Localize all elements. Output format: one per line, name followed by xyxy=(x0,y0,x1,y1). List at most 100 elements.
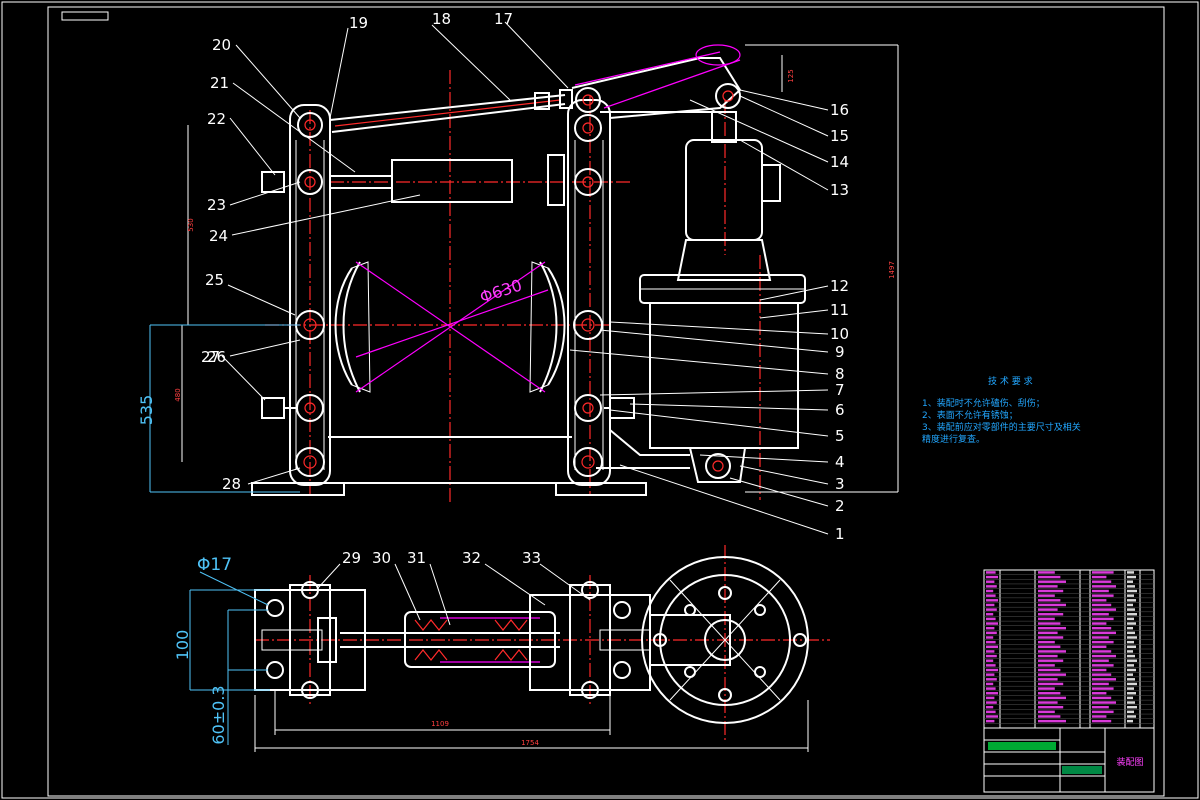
part-label-7: 7 xyxy=(835,381,845,399)
parts-list-cell-mark xyxy=(986,668,998,672)
parts-list-cell-mark xyxy=(1127,659,1137,662)
part-labels-top: 29 30 31 32 33 xyxy=(317,549,591,626)
parts-list-cell-mark xyxy=(1127,687,1134,690)
dim-1497: 1497 xyxy=(888,261,896,279)
dim-530: 530 xyxy=(187,218,195,231)
part-label-8: 8 xyxy=(835,365,845,383)
part-label-13: 13 xyxy=(830,181,849,199)
parts-list-cell-mark xyxy=(1092,617,1114,621)
parts-list-cell-mark xyxy=(986,687,996,690)
parts-list-cell-mark xyxy=(1092,687,1114,690)
parts-list-cell-mark xyxy=(1092,719,1112,723)
brake-shoes xyxy=(334,261,566,393)
parts-list-cell-mark xyxy=(1092,645,1107,648)
parts-list-cell-mark xyxy=(1127,673,1133,676)
parts-list-cell-mark xyxy=(986,640,996,644)
part-label-25: 25 xyxy=(205,271,224,289)
left-pins xyxy=(295,112,325,477)
parts-list-cell-mark xyxy=(1038,696,1066,700)
parts-list-cell-mark xyxy=(1092,622,1107,625)
parts-list-cell-mark xyxy=(986,682,994,686)
parts-list-cell-mark xyxy=(1127,664,1134,667)
parts-list-cell-mark xyxy=(1127,631,1135,635)
parts-list-cell-mark xyxy=(986,710,996,714)
parts-list-cell-mark xyxy=(1038,645,1061,648)
parts-list-cell-mark xyxy=(1127,640,1134,644)
parts-list-cell-mark xyxy=(1127,571,1134,574)
parts-list-cell-mark xyxy=(1092,654,1116,658)
parts-list-cell-mark xyxy=(1127,645,1136,648)
parts-list-cell-mark xyxy=(1092,682,1109,686)
parts-list-cell-mark xyxy=(1092,636,1109,639)
parts-list-cell-mark xyxy=(1038,719,1066,723)
parts-list-cell-mark xyxy=(1127,585,1135,588)
parts-list-cell-mark xyxy=(986,608,997,611)
part-label-23: 23 xyxy=(207,196,226,214)
parts-list-cell-mark xyxy=(1038,715,1061,718)
parts-list-cell-mark xyxy=(1092,626,1112,630)
parts-list-cell-mark xyxy=(1092,613,1109,616)
front-dimensions xyxy=(149,44,899,493)
dim-480: 480 xyxy=(174,388,182,401)
front-view xyxy=(149,44,899,505)
parts-list-cell-mark xyxy=(1038,650,1066,653)
parts-list-cell-mark xyxy=(1092,715,1107,718)
parts-list-cell-mark xyxy=(1092,640,1114,644)
parts-list-cell-mark xyxy=(1127,719,1133,723)
tech-item-2: 2、表面不允许有锈蚀； xyxy=(922,409,1018,421)
parts-list-cell-mark xyxy=(986,705,994,709)
parts-list-cell-mark xyxy=(1092,580,1112,583)
parts-list-cell-mark xyxy=(1038,640,1055,644)
dim-shoe-diameter: Φ630 xyxy=(477,275,524,306)
part-label-5: 5 xyxy=(835,427,845,445)
parts-list-cell-mark xyxy=(986,589,994,593)
parts-list-cell-mark xyxy=(986,571,996,574)
dim-1754: 1754 xyxy=(521,739,539,747)
parts-list-cell-mark xyxy=(1127,696,1133,700)
parts-list-cell-mark xyxy=(1127,715,1136,718)
parts-list-cell-mark xyxy=(986,678,997,681)
parts-list-cell-mark xyxy=(986,719,995,723)
parts-list-cell-mark xyxy=(1038,599,1061,602)
part-label-12: 12 xyxy=(830,277,849,295)
parts-list-cell-mark xyxy=(1038,682,1064,686)
parts-list-cell-mark xyxy=(1038,705,1064,709)
parts-list-cell-mark xyxy=(1127,710,1134,714)
parts-list-cell-mark xyxy=(986,673,995,676)
parts-list-cell-mark xyxy=(1038,668,1061,672)
tech-item-1: 1、装配时不允许磕伤、刮伤； xyxy=(922,397,1045,409)
part-label-27: 27 xyxy=(201,348,220,366)
parts-list-cell-mark xyxy=(986,594,996,597)
parts-list-cell-mark xyxy=(986,626,995,630)
parts-list-cell-mark xyxy=(1038,589,1064,593)
part-label-31: 31 xyxy=(407,549,426,567)
parts-list-cell-mark xyxy=(1092,599,1107,602)
parts-list-cell-mark xyxy=(986,659,994,662)
parts-list-cell-mark xyxy=(1127,626,1133,630)
parts-list-cell-mark xyxy=(986,622,998,625)
parts-list-cell-mark xyxy=(986,580,995,583)
parts-list-cell-mark xyxy=(1038,608,1058,611)
parts-list-cell-mark xyxy=(1092,631,1116,635)
parts-list-cell-mark xyxy=(1127,575,1136,579)
parts-list-cell-mark xyxy=(986,575,998,579)
parts-list-cell-mark xyxy=(986,645,998,648)
part-label-6: 6 xyxy=(835,401,845,419)
parts-list-cell-mark xyxy=(1092,585,1116,588)
parts-list-cell-mark xyxy=(1038,687,1055,690)
part-label-15: 15 xyxy=(830,127,849,145)
dim-100: 100 xyxy=(173,630,192,661)
parts-list-cell-mark xyxy=(1092,668,1107,672)
parts-list-cell-mark xyxy=(1092,692,1107,695)
right-pins xyxy=(573,87,603,477)
parts-list-cell-mark xyxy=(986,654,997,658)
parts-list-cell-mark xyxy=(1038,631,1058,635)
part-label-20: 20 xyxy=(212,36,231,54)
parts-list-cell-mark xyxy=(1127,613,1137,616)
dim-125: 125 xyxy=(787,69,795,82)
parts-list-cell-mark xyxy=(1038,571,1055,574)
parts-list-cell-mark xyxy=(986,692,998,695)
parts-list-cell-mark xyxy=(1038,580,1066,583)
parts-list-cell-mark xyxy=(1038,654,1058,658)
parts-list-cell-mark xyxy=(1092,603,1112,607)
